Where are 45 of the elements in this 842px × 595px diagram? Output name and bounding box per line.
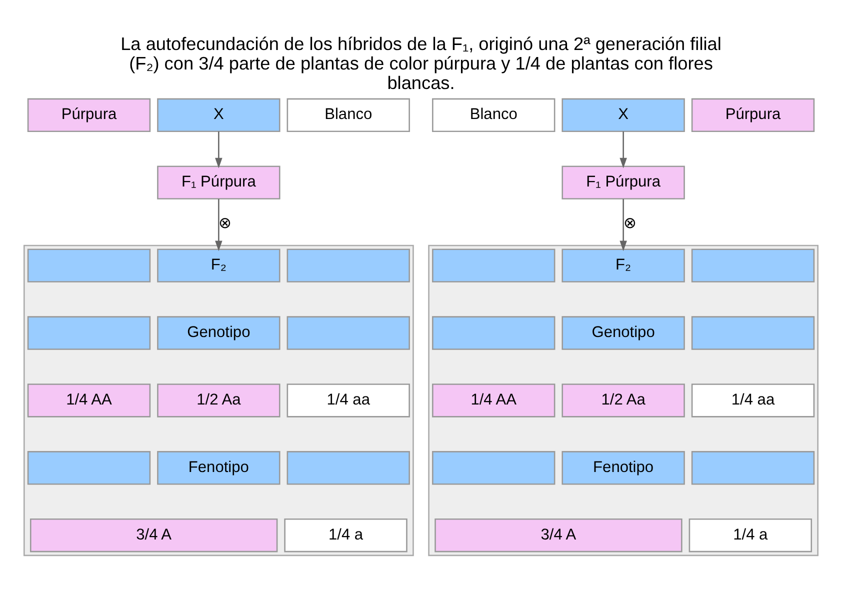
node-box <box>691 450 815 484</box>
node-box: 1/4 a <box>688 518 812 552</box>
node-box <box>286 248 410 282</box>
node-box: Genotipo <box>562 316 685 350</box>
edge-label: ⊗ <box>218 214 232 232</box>
node-box: 1/4 a <box>284 518 408 552</box>
node-box: 1/4 AA <box>432 383 556 417</box>
node-box: Blanco <box>286 98 410 132</box>
node-box <box>691 248 815 282</box>
node-box: 1/2 Aa <box>562 383 685 417</box>
arrow <box>215 198 222 251</box>
node-box: 3/4 A <box>434 518 682 552</box>
node-box: 1/2 Aa <box>157 383 280 417</box>
node-box <box>27 316 151 350</box>
diagram-title: La autofecundación de los híbridos de la F₁, originó una 2ª generación filial (F₂) con 3/4 parte de plantas de color púrpura y 1/4 de plantas con flores blancas. <box>120 33 722 92</box>
node-box: Fenotipo <box>157 450 280 484</box>
node-box: Púrpura <box>691 98 815 132</box>
node-box: F₁ Púrpura <box>562 165 685 199</box>
node-box: Blanco <box>432 98 556 132</box>
node-box: 1/4 aa <box>691 383 815 417</box>
node-box <box>286 450 410 484</box>
edge-label: ⊗ <box>623 214 636 232</box>
arrow <box>620 198 627 251</box>
node-box: X <box>157 98 280 132</box>
arrow <box>215 130 222 168</box>
node-box: Genotipo <box>157 316 280 350</box>
node-box: 1/4 aa <box>286 383 410 417</box>
node-box <box>432 450 556 484</box>
node-box <box>432 316 556 350</box>
cluster <box>24 244 414 556</box>
node-box: 1/4 AA <box>27 383 151 417</box>
node-box: 3/4 A <box>30 518 278 552</box>
node-box: Púrpura <box>27 98 151 132</box>
node-box <box>27 248 151 282</box>
node-box <box>432 248 556 282</box>
node-box <box>27 450 151 484</box>
node-box <box>691 316 815 350</box>
node-box <box>286 316 410 350</box>
arrow <box>620 130 627 168</box>
node-box: X <box>562 98 685 132</box>
node-box: F₁ Púrpura <box>157 165 280 199</box>
cluster <box>428 244 818 556</box>
node-box: Fenotipo <box>562 450 685 484</box>
node-box: F₂ <box>157 248 280 282</box>
node-box: F₂ <box>562 248 685 282</box>
